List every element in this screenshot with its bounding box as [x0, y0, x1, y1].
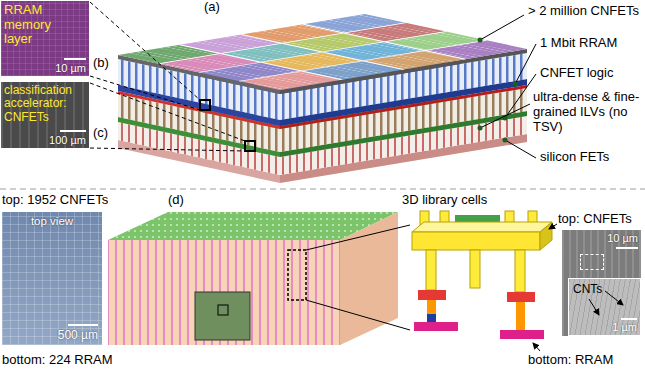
- top-view-photo: top view 500 µm: [2, 212, 102, 345]
- leader-line: [90, 148, 245, 151]
- inset-title: classification accelerator: CNFETs: [4, 84, 88, 124]
- layer-label: silicon FETs: [540, 150, 609, 165]
- rram-body: [108, 240, 340, 345]
- leader-line: [480, 104, 530, 128]
- scale-text: 500 µm: [58, 329, 98, 342]
- library-cell: [412, 211, 552, 339]
- photo-title: top view: [2, 215, 102, 228]
- scale-bar: [60, 130, 86, 132]
- zoom-square: [245, 141, 255, 151]
- scale-text: 10 µm: [55, 62, 86, 74]
- leader-dot: [478, 38, 483, 43]
- layer-label: > 2 million CNFETs: [528, 4, 639, 19]
- pointer-arrow: [605, 291, 623, 305]
- scale-bar: [621, 318, 637, 320]
- leader-line: [306, 300, 410, 330]
- micrograph-inset: RRAM memory layer 10 µm: [1, 1, 89, 76]
- zoom-square: [218, 305, 228, 315]
- leader-line: [505, 74, 536, 118]
- separator: [0, 189, 645, 190]
- sem-image: CNTs 1 µm 10 µm: [562, 230, 641, 336]
- rram-side: [340, 212, 398, 345]
- panel-letter: (c): [93, 126, 108, 141]
- panel-letter: (d): [168, 193, 184, 208]
- leader-line: [480, 15, 524, 40]
- scale-text: 1 µm: [612, 321, 637, 333]
- leader-line: [505, 140, 536, 158]
- leader-dot: [478, 126, 483, 131]
- leader-line: [90, 76, 200, 110]
- leader-arrow: [533, 343, 540, 351]
- layer-label: bottom: RRAM: [528, 353, 613, 368]
- leader-dot: [513, 82, 518, 87]
- leader-arrow: [549, 224, 557, 229]
- scale-bar: [64, 58, 86, 60]
- zoom-box: [580, 254, 604, 270]
- layer-label: 1 Mbit RRAM: [540, 36, 617, 51]
- leader-line: [90, 83, 245, 141]
- inset-title: RRAM memory layer: [4, 3, 76, 47]
- scale-text: 10 µm: [607, 232, 638, 244]
- leader-line: [90, 2, 200, 100]
- layer-label: CNFET logic: [540, 66, 613, 81]
- figure-label: 3D library cells: [402, 193, 487, 208]
- leader-dot: [503, 138, 508, 143]
- zoom-square: [200, 100, 210, 110]
- cnt-label: CNTs: [573, 283, 602, 296]
- pointer-arrow: [589, 299, 599, 315]
- cnfet-tiles: [118, 14, 527, 90]
- photo-inset: [195, 292, 250, 340]
- micrograph-inset: classification accelerator: CNFETs 100 µm: [1, 82, 89, 148]
- zoom-box: [288, 250, 306, 300]
- layer-label: top: 1952 CNFETs: [2, 193, 108, 208]
- scale-bar: [616, 247, 638, 249]
- scale-text: 100 µm: [49, 134, 86, 146]
- layer-label: bottom: 224 RRAM: [2, 353, 113, 368]
- panel-letter: (a): [204, 0, 220, 15]
- leader-line: [306, 225, 410, 250]
- sem-zoom: CNTs 1 µm: [568, 278, 641, 336]
- panel-letter: (b): [93, 56, 109, 71]
- layer-label: ultra-dense & fine-grained ILVs (no TSV): [533, 90, 641, 135]
- layer-label: top: CNFETs: [558, 212, 632, 227]
- scale-bar: [68, 324, 98, 326]
